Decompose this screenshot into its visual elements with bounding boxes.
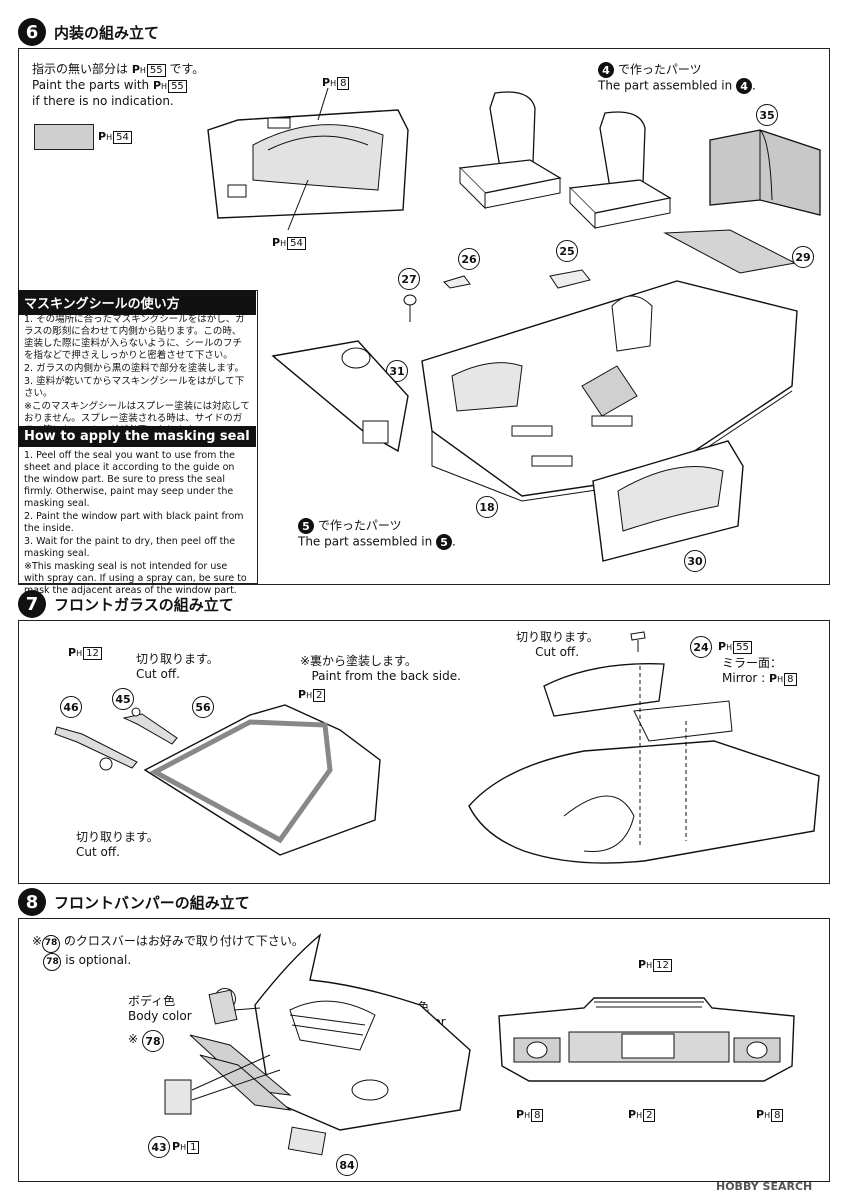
- step7-number: 7: [18, 590, 46, 618]
- masking-jp-list: 1. その場所に合ったマスキングシールをはがし、ガラスの彫刻に合わせて内側から貼…: [24, 314, 250, 438]
- masking-en-list: 1. Peel off the seal you want to use fro…: [24, 450, 250, 598]
- part-56: 56: [192, 696, 214, 718]
- step7-heading: 7 フロントガラスの組み立て: [18, 590, 234, 618]
- front-bumper-left: [164, 933, 471, 1156]
- optional-note: ※78 のクロスバーはお好みで取り付けて下さい。 78 is optional.: [32, 934, 304, 971]
- step6-note-jp-tail: です。: [169, 62, 205, 76]
- car-body-interior: [468, 663, 820, 864]
- masking-jp-item: 1. その場所に合ったマスキングシールをはがし、ガラスの彫刻に合わせて内側から貼…: [24, 314, 245, 361]
- step7-title: フロントガラスの組み立て: [54, 595, 234, 614]
- dashboard: [271, 340, 409, 453]
- masking-en-title: How to apply the masking seal: [18, 426, 256, 447]
- step6-title: 内装の組み立て: [54, 23, 160, 42]
- part-18: 18: [476, 496, 498, 518]
- wiper-46: [54, 726, 138, 769]
- interior-tub: [421, 280, 798, 502]
- paint-back-label: ※裏から塗装します。 Paint from the back side.: [300, 654, 461, 683]
- door-panel-illustration: [207, 87, 409, 231]
- masking-jp-item: 3. 塗料が乾いてからマスキングシールをはがして下さい。: [24, 376, 245, 399]
- windshield-56: [143, 704, 381, 856]
- front-seat-right: [568, 111, 672, 230]
- part-78: 78: [142, 1030, 164, 1052]
- watermark: HOBBY SEARCH: [716, 1180, 813, 1193]
- door-panel-30: [592, 440, 744, 562]
- part-84: 84: [336, 1154, 358, 1176]
- step8-heading: 8 フロントバンパーの組み立て: [18, 888, 250, 916]
- paint-swatch-54: [34, 124, 94, 150]
- masking-en-item: 2. Paint the window part with black pain…: [24, 511, 244, 534]
- cut-off-label-mirror: 切り取ります。 Cut off.: [516, 630, 599, 659]
- mirror-knob: [99, 757, 113, 771]
- part-45: 45: [112, 688, 134, 710]
- part-26-shape: [443, 275, 471, 289]
- rearview-mirror: [630, 631, 646, 652]
- assembled-in-5-label: 5 で作ったパーツ The part assembled in 5.: [298, 518, 456, 550]
- cut-off-label-top: 切り取ります。Cut off.: [136, 652, 219, 681]
- part-29: 29: [792, 246, 814, 268]
- masking-en-item: 3. Wait for the paint to dry, then peel …: [24, 536, 236, 559]
- masking-en-item: ※This masking seal is not intended for u…: [24, 561, 247, 596]
- step6-note-jp: 指示の無い部分は: [32, 62, 129, 76]
- optional-mark: ※: [128, 1032, 139, 1046]
- part-35: 35: [756, 104, 778, 126]
- part-43: 43: [148, 1136, 170, 1158]
- wiper-45: [122, 707, 178, 745]
- part-31: 31: [386, 360, 408, 382]
- part-27: 27: [398, 268, 420, 290]
- rear-seat: [709, 129, 821, 216]
- part-30: 30: [684, 550, 706, 572]
- step6-note-en1: Paint the parts with: [32, 78, 150, 92]
- part-25: 25: [556, 240, 578, 262]
- assembled-in-4-label: 4 で作ったパーツ The part assembled in 4.: [598, 62, 756, 94]
- part-26: 26: [458, 248, 480, 270]
- masking-jp-item: 2. ガラスの内側から黒の塗料で部分を塗装します。: [24, 363, 244, 374]
- part-24: 24: [690, 636, 712, 658]
- masking-en-item: 1. Peel off the seal you want to use fro…: [24, 450, 236, 509]
- step6-number: 6: [18, 18, 46, 46]
- part-46: 46: [60, 696, 82, 718]
- step8-number: 8: [18, 888, 46, 916]
- cut-off-label-bottom: 切り取ります。Cut off.: [76, 830, 159, 859]
- front-seat-left: [458, 91, 562, 210]
- part-25-shape: [549, 269, 591, 289]
- front-bumper-right: [498, 997, 795, 1082]
- masking-jp-title: マスキングシールの使い方: [18, 290, 256, 315]
- step6-heading: 6 内装の組み立て: [18, 18, 159, 46]
- step8-title: フロントバンパーの組み立て: [54, 893, 250, 912]
- shift-knob: [403, 294, 417, 322]
- step6-note-en2: if there is no indication.: [32, 94, 174, 108]
